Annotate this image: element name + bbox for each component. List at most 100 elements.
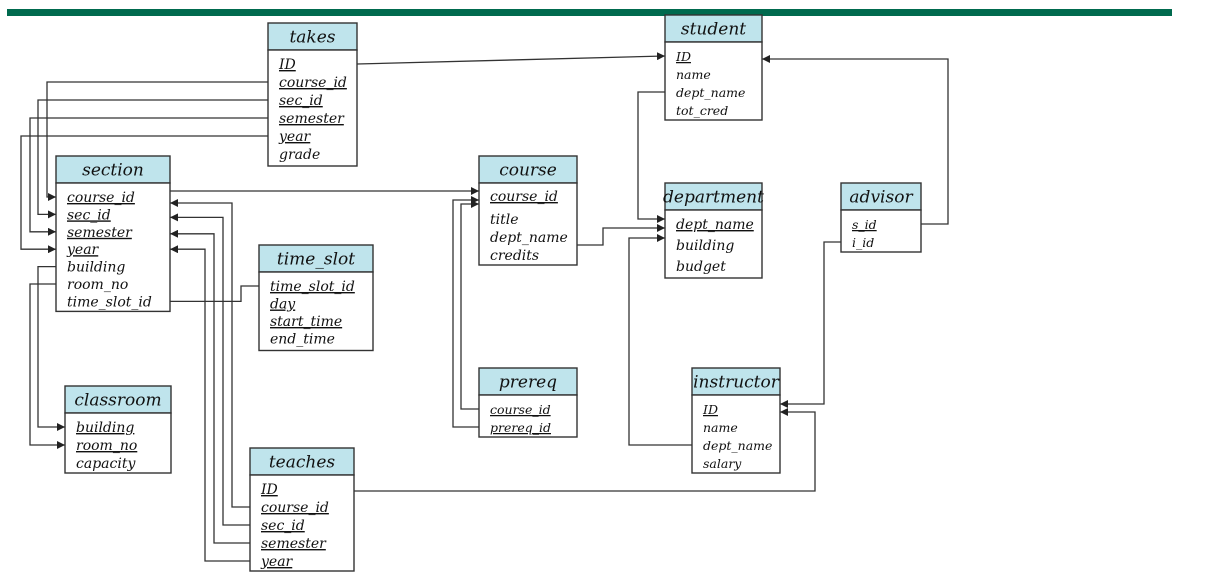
field-ID: ID bbox=[260, 482, 278, 498]
link-takes-student bbox=[356, 52, 666, 65]
table-title: course bbox=[499, 161, 557, 181]
link-teaches-section-course-id bbox=[170, 199, 250, 508]
field-course-id: course_id bbox=[279, 75, 347, 91]
table-body bbox=[664, 41, 763, 121]
table-body bbox=[478, 394, 578, 438]
table-title: advisor bbox=[849, 188, 913, 208]
table-title: department bbox=[663, 188, 764, 208]
field-salary: salary bbox=[703, 456, 742, 471]
link-takes-section-sec-id bbox=[37, 99, 268, 219]
field-prereq-id: prereq_id bbox=[490, 420, 551, 435]
field-dept-name: dept_name bbox=[703, 438, 772, 453]
link-prereq-prereq-id bbox=[452, 196, 479, 428]
table-title: classroom bbox=[74, 391, 161, 411]
field-day: day bbox=[270, 297, 296, 313]
link-takes-section-semester bbox=[29, 117, 268, 236]
field-semester: semester bbox=[261, 536, 327, 552]
table-title: student bbox=[681, 20, 746, 40]
field-building: building bbox=[676, 238, 734, 254]
field-capacity: capacity bbox=[76, 456, 136, 472]
field-name: name bbox=[676, 67, 711, 82]
field-course-id: course_id bbox=[67, 190, 135, 206]
field-title: title bbox=[490, 212, 519, 228]
table-body bbox=[249, 474, 355, 572]
field-building: building bbox=[67, 260, 125, 276]
table-advisor[interactable]: advisor s_id i_id bbox=[840, 182, 922, 253]
table-header bbox=[258, 244, 374, 273]
field-ID: ID bbox=[702, 402, 718, 417]
field-i-id: i_id bbox=[852, 235, 874, 250]
table-body bbox=[840, 209, 922, 253]
link-section-classroom-room bbox=[29, 283, 65, 449]
field-semester: semester bbox=[67, 225, 133, 241]
field-room-no: room_no bbox=[76, 438, 137, 454]
table-body bbox=[64, 412, 172, 474]
table-body bbox=[691, 394, 781, 474]
tables-layer: takesIDcourse_idsec_idsemesteryeargrades… bbox=[55, 14, 922, 572]
field-ID: ID bbox=[278, 57, 296, 73]
relationship-lines bbox=[20, 52, 949, 562]
table-header bbox=[664, 14, 763, 43]
field-year: year bbox=[66, 242, 100, 258]
table-body bbox=[55, 182, 171, 313]
table-classroom[interactable]: classroom building room_no capacity bbox=[64, 385, 172, 474]
link-teaches-section-semester bbox=[170, 229, 250, 544]
field-grade: grade bbox=[279, 147, 320, 163]
field-time-slot-id: time_slot_id bbox=[67, 294, 152, 310]
table-title: instructor bbox=[693, 373, 780, 393]
table-body bbox=[258, 271, 374, 352]
table-header bbox=[478, 367, 578, 396]
field-course-id: course_id bbox=[490, 402, 551, 417]
field-dept-name: dept_name bbox=[676, 217, 754, 233]
table-body bbox=[267, 49, 358, 167]
field-course-id: course_id bbox=[490, 189, 558, 205]
field-name: name bbox=[703, 420, 738, 435]
field-credits: credits bbox=[490, 248, 539, 264]
table-header bbox=[267, 22, 358, 51]
table-header bbox=[691, 367, 781, 396]
field-time-slot-id: time_slot_id bbox=[270, 279, 355, 295]
field-s-id: s_id bbox=[852, 217, 877, 232]
field-ID: ID bbox=[675, 49, 691, 64]
link-takes-section-year bbox=[20, 135, 268, 254]
link-teaches-section-year bbox=[170, 245, 250, 562]
link-instructor-department bbox=[628, 234, 692, 446]
table-title: takes bbox=[289, 28, 335, 48]
field-start-time: start_time bbox=[270, 314, 342, 330]
field-building: building bbox=[76, 420, 134, 436]
table-title: time_slot bbox=[277, 250, 355, 270]
field-dept-name: dept_name bbox=[676, 85, 745, 100]
field-course-id: course_id bbox=[261, 500, 329, 516]
link-takes-section-course-id bbox=[46, 81, 268, 201]
link-student-department bbox=[637, 91, 665, 223]
table-title: section bbox=[82, 161, 144, 181]
link-teaches-section-sec-id bbox=[170, 213, 250, 526]
field-year: year bbox=[260, 554, 294, 570]
table-header bbox=[840, 182, 922, 211]
table-body bbox=[664, 209, 763, 279]
field-year: year bbox=[278, 129, 312, 145]
field-semester: semester bbox=[279, 111, 345, 127]
table-header bbox=[478, 155, 578, 184]
field-tot-cred: tot_cred bbox=[676, 103, 728, 118]
table-department[interactable]: department dept_name building budget bbox=[663, 182, 764, 279]
link-advisor-instructor bbox=[780, 241, 841, 408]
field-sec-id: sec_id bbox=[67, 207, 111, 223]
field-end-time: end_time bbox=[270, 332, 335, 348]
table-header bbox=[249, 447, 355, 476]
table-header bbox=[55, 155, 171, 184]
link-teaches-instructor bbox=[354, 408, 816, 492]
field-dept-name: dept_name bbox=[490, 230, 568, 246]
link-course-department bbox=[577, 224, 665, 246]
table-title: teaches bbox=[269, 453, 336, 473]
field-budget: budget bbox=[676, 259, 726, 275]
